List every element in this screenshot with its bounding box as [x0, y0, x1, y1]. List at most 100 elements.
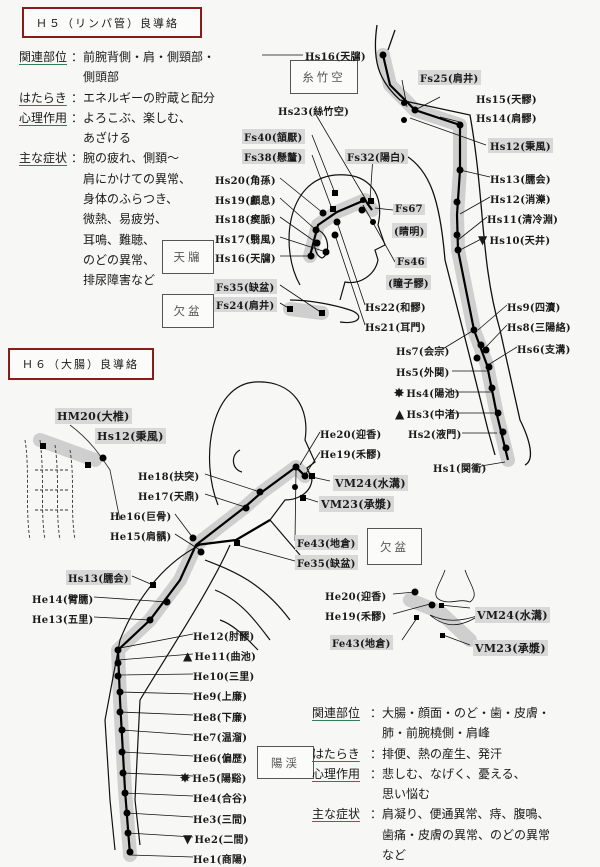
- h5-info: 関連部位：前腕背側・肩・側頸部・ 側頭部 はたらき：エネルギーの貯蔵と配分 心理…: [19, 47, 215, 291]
- point-label-he11: ▲He11(曲池): [183, 648, 256, 663]
- point-label: Hs20(角孫): [215, 176, 276, 187]
- point-label-he5: ✸He5(陽谿): [180, 770, 247, 785]
- point-label: Hs16(天牖): [305, 52, 366, 63]
- point-label: Fe43(地倉): [295, 535, 358, 550]
- point-label: (瞳子髎): [386, 275, 431, 290]
- info-value: 思い悩む: [382, 787, 431, 802]
- leader-lines-top: [262, 54, 518, 467]
- point-label: VM23(承漿): [319, 496, 394, 512]
- point-label: He20(迎香): [320, 430, 382, 441]
- info-value: のどの異常、: [83, 252, 156, 267]
- point-label: He14(臂臑): [32, 595, 94, 606]
- info-label: 心理作用: [312, 766, 361, 781]
- info-value: 大腸・顔面・のど・歯・皮膚・: [382, 706, 551, 720]
- info-value: あざける: [83, 131, 132, 146]
- info-label: 関連部位: [312, 706, 361, 720]
- point-label: Fe35(缺盆): [295, 555, 358, 570]
- triangle-up-icon: ▲: [395, 407, 405, 421]
- info-label: 心理作用: [19, 110, 68, 125]
- point-label: Fe43(地倉): [330, 635, 393, 650]
- point-label: He6(偏歴): [193, 754, 248, 765]
- point-label: He10(三里): [193, 672, 255, 683]
- info-value: 肩凝り、便通異常、痔、腹鳴、: [382, 807, 550, 822]
- point-label: Hs22(和髎): [365, 303, 426, 314]
- point-label: Hs8(三陽絡): [507, 323, 571, 334]
- point-label: He13(五里): [32, 615, 94, 626]
- point-label: Fs46: [395, 257, 427, 268]
- point-label: Hs18(瘈脈): [215, 215, 276, 226]
- point-label-he2: ▼He2(二間): [183, 831, 249, 846]
- info-value: 前腕背側・肩・側頸部・: [83, 50, 216, 64]
- point-text: He2(二間): [194, 835, 249, 846]
- info-value: よろこぶ、楽しむ、: [83, 110, 192, 125]
- point-label: He4(合谷): [193, 794, 248, 805]
- h6-info: 関連部位：大腸・顔面・のど・歯・皮膚・ 肺・前腕橈側・肩峰 はたらき：排便、熱の…: [312, 703, 550, 865]
- point-label: He8(下廉): [193, 713, 248, 724]
- point-label: Fs40(頷厭): [242, 129, 305, 144]
- box-shichikuku: 糸竹空: [290, 60, 358, 94]
- box-ketsubon: 欠盆: [162, 294, 214, 328]
- point-label: He17(天鼎): [138, 492, 200, 503]
- point-label: Hs17(翳風): [215, 235, 276, 246]
- info-label: 主な症状: [19, 151, 68, 166]
- point-label: He3(三間): [193, 815, 248, 826]
- point-label: VM23(承漿): [473, 640, 548, 656]
- point-label: Fs24(肩井): [214, 297, 277, 312]
- point-label: Hs11(清冷淵): [487, 215, 559, 226]
- point-label: Hs6(支溝): [517, 345, 571, 356]
- box-yokei: 陽渓: [257, 746, 314, 779]
- point-label: HM20(大椎): [55, 408, 132, 424]
- starburst-icon: ✸: [394, 386, 405, 400]
- acupoint-dots-top: [287, 51, 510, 452]
- point-label: He20(迎香): [325, 592, 387, 603]
- point-label: Hs13(臑会): [490, 175, 551, 186]
- info-value: 耳鳴、難聴、: [83, 232, 156, 247]
- info-label: 主な症状: [312, 807, 361, 822]
- spine-diagram: [24, 424, 121, 541]
- info-value: 肩にかけての異常、: [83, 171, 192, 186]
- point-label: Hs12(秉風): [95, 428, 166, 444]
- point-label: Hs7(会宗): [396, 347, 450, 358]
- point-label: He18(扶突): [138, 472, 200, 483]
- box-ketsubon-h6: 欠盆: [367, 528, 422, 565]
- point-label: He16(巨骨): [110, 512, 172, 523]
- info-value: 悲しむ、なげく、憂える、: [382, 766, 526, 781]
- point-label: Hs12(秉風): [488, 138, 553, 153]
- info-label: はたらき: [312, 746, 360, 761]
- point-text: He5(陽谿): [192, 774, 247, 785]
- point-label: He15(肩髃): [110, 532, 172, 543]
- triangle-down-icon: ▼: [183, 832, 193, 846]
- point-label: He19(禾髎): [325, 612, 387, 623]
- point-label: Hs2(液門): [408, 430, 462, 441]
- info-value: 身体のふらつき、: [83, 192, 179, 207]
- point-label: He9(上廉): [193, 692, 248, 703]
- point-label: Fs32(陽白): [345, 149, 408, 164]
- point-label-hs3: ▲Hs3(中渚): [395, 406, 460, 421]
- triangle-up-icon: ▲: [183, 649, 193, 663]
- acupoint-dots-bottom: [40, 443, 445, 856]
- point-label: Hs5(外関): [396, 368, 450, 379]
- info-value: など: [382, 848, 407, 863]
- box-tenyu: 天牖: [162, 240, 214, 274]
- point-label: Hs23(絲竹空): [278, 107, 350, 118]
- head-outline-top: [288, 174, 386, 324]
- point-label: Hs21(耳門): [365, 323, 426, 334]
- point-label: He19(禾髎): [320, 450, 382, 461]
- point-label-hs4: ✸Hs4(陽池): [394, 385, 460, 400]
- point-label: Hs12(消濼): [490, 195, 551, 206]
- h5-title: Ｈ５（リンパ管）良導絡: [22, 7, 202, 38]
- point-label: Fs38(懸釐): [242, 149, 305, 164]
- info-value: 側頭部: [83, 70, 120, 85]
- info-label: はたらき: [19, 90, 67, 105]
- point-label: Hs14(肩髎): [476, 114, 537, 125]
- point-label: He7(温溜): [193, 733, 248, 744]
- point-text: Hs4(陽池): [406, 389, 460, 400]
- starburst-icon: ✸: [180, 771, 191, 785]
- point-label: VM24(水溝): [333, 475, 408, 491]
- point-label: He12(肘髎): [193, 632, 255, 643]
- point-label: He1(商陽): [193, 855, 248, 866]
- point-label: Fs35(缺盆): [214, 279, 277, 294]
- point-label: Hs19(顱息): [215, 196, 276, 207]
- point-label-hs10: ▼Hs10(天井): [478, 232, 550, 247]
